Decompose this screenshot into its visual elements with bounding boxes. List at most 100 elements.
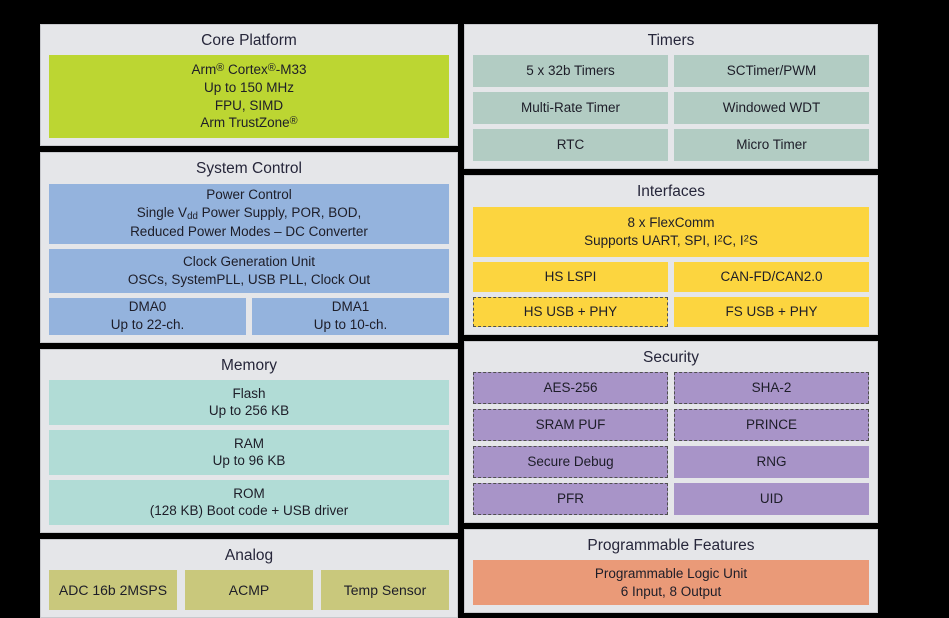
block-flexcomm[interactable]: 8 x FlexComm Supports UART, SPI, I2C, I2… <box>472 206 869 257</box>
block-line: HS USB + PHY <box>523 303 618 319</box>
panel-core-platform: Core Platform Arm® Cortex®-M33 Up to 150… <box>40 24 458 147</box>
block-dma1[interactable]: DMA1 Up to 10-ch. <box>252 297 449 335</box>
panel-title-interfaces: Interfaces <box>636 183 706 201</box>
block-line: Reduced Power Modes – DC Converter <box>130 224 368 240</box>
block-secure-debug[interactable]: Secure Debug <box>472 445 668 478</box>
block-line: ROM <box>233 485 265 501</box>
block-line: Supports UART, SPI, I2C, I2S <box>584 232 758 248</box>
block-sctimer-pwm[interactable]: SCTimer/PWM <box>674 55 870 88</box>
memory-blocks: Flash Up to 256 KB RAM Up to 96 KB ROM (… <box>49 379 449 525</box>
block-multi-rate-timer[interactable]: Multi-Rate Timer <box>472 92 668 125</box>
block-line: (128 KB) Boot code + USB driver <box>149 503 349 519</box>
block-line: AES-256 <box>543 379 598 395</box>
block-line: Up to 10-ch. <box>313 317 388 332</box>
programmable-features-blocks: Programmable Logic Unit 6 Input, 8 Outpu… <box>472 560 869 605</box>
right-column: Timers 5 x 32b Timers SCTimer/PWM Multi-… <box>463 24 878 613</box>
block-aes-256[interactable]: AES-256 <box>472 371 668 404</box>
block-line: SCTimer/PWM <box>726 63 817 79</box>
panel-system-control: System Control Power Control Single Vdd … <box>40 152 458 343</box>
block-dma0[interactable]: DMA0 Up to 22-ch. <box>49 297 246 335</box>
block-ram[interactable]: RAM Up to 96 KB <box>49 429 449 475</box>
block-line: RNG <box>756 453 787 469</box>
block-hs-usb-phy[interactable]: HS USB + PHY <box>472 296 668 327</box>
block-hs-lspi[interactable]: HS LSPI <box>472 261 668 292</box>
analog-row: ADC 16b 2MSPS ACMP Temp Sensor <box>49 570 449 610</box>
panel-title-system-control: System Control <box>196 160 302 178</box>
block-rom[interactable]: ROM (128 KB) Boot code + USB driver <box>49 479 449 525</box>
block-line: DMA0 <box>128 299 167 315</box>
panel-title-timers: Timers <box>647 32 695 49</box>
block-line: PRINCE <box>746 416 798 432</box>
panel-interfaces: Interfaces 8 x FlexComm Supports UART, S… <box>463 175 878 335</box>
block-line: Arm TrustZone® <box>200 115 298 131</box>
block-line: Temp Sensor <box>343 581 427 598</box>
system-control-blocks: Power Control Single Vdd Power Supply, P… <box>49 183 449 335</box>
block-line: Up to 22-ch. <box>110 317 185 332</box>
panel-title-programmable-features: Programmable Features <box>587 536 755 554</box>
interfaces-row: HS USB + PHY FS USB + PHY <box>472 296 870 327</box>
interfaces-row: HS LSPI CAN-FD/CAN2.0 <box>472 261 870 292</box>
block-uid[interactable]: UID <box>674 482 870 515</box>
block-line: Multi-Rate Timer <box>520 100 620 116</box>
block-programmable-logic-unit[interactable]: Programmable Logic Unit 6 Input, 8 Outpu… <box>472 560 869 605</box>
panel-title-memory: Memory <box>221 356 277 374</box>
block-line: Up to 150 MHz <box>203 80 295 96</box>
security-blocks: AES-256 SHA-2 SRAM PUF PRINCE <box>472 371 870 515</box>
block-windowed-wdt[interactable]: Windowed WDT <box>674 92 870 125</box>
block-flash[interactable]: Flash Up to 256 KB <box>49 379 449 425</box>
left-column: Core Platform Arm® Cortex®-M33 Up to 150… <box>40 24 458 618</box>
block-line: FS USB + PHY <box>725 303 818 319</box>
block-line: SRAM PUF <box>535 416 606 432</box>
block-line: HS LSPI <box>544 268 597 284</box>
panel-title-core-platform: Core Platform <box>201 32 297 49</box>
block-pfr[interactable]: PFR <box>472 482 668 515</box>
timers-row: 5 x 32b Timers SCTimer/PWM <box>472 55 870 88</box>
block-line: Arm® Cortex®-M33 <box>191 62 307 78</box>
block-fs-usb-phy[interactable]: FS USB + PHY <box>674 296 870 327</box>
block-power-control[interactable]: Power Control Single Vdd Power Supply, P… <box>49 183 449 244</box>
block-line: UID <box>759 490 784 506</box>
block-sha-2[interactable]: SHA-2 <box>674 371 870 404</box>
block-rtc[interactable]: RTC <box>472 129 668 162</box>
security-row: Secure Debug RNG <box>472 445 870 478</box>
block-rng[interactable]: RNG <box>674 445 870 478</box>
interfaces-blocks: 8 x FlexComm Supports UART, SPI, I2C, I2… <box>472 206 870 327</box>
block-line: Micro Timer <box>736 137 807 153</box>
block-32b-timers[interactable]: 5 x 32b Timers <box>472 55 668 88</box>
block-line: OSCs, SystemPLL, USB PLL, Clock Out <box>127 271 371 287</box>
block-line: Up to 256 KB <box>208 403 290 419</box>
block-line: Clock Generation Unit <box>182 253 316 269</box>
block-line: Power Control <box>206 187 292 203</box>
analog-blocks: ADC 16b 2MSPS ACMP Temp Sensor <box>49 570 449 610</box>
block-clock-generation-unit[interactable]: Clock Generation Unit OSCs, SystemPLL, U… <box>49 248 449 293</box>
block-temp-sensor[interactable]: Temp Sensor <box>321 570 449 610</box>
block-line: RAM <box>233 435 264 451</box>
panel-security: Security AES-256 SHA-2 SRAM PUF PRINCE <box>463 340 878 523</box>
panel-memory: Memory Flash Up to 256 KB RAM Up to 96 K… <box>40 348 458 533</box>
block-line: 6 Input, 8 Output <box>620 583 722 599</box>
block-arm-cortex-m33[interactable]: Arm® Cortex®-M33 Up to 150 MHz FPU, SIMD… <box>49 55 449 139</box>
panel-analog: Analog ADC 16b 2MSPS ACMP Temp Sensor <box>40 538 458 618</box>
block-line: FPU, SIMD <box>214 97 284 113</box>
core-platform-blocks: Arm® Cortex®-M33 Up to 150 MHz FPU, SIMD… <box>49 55 449 139</box>
block-line: 5 x 32b Timers <box>526 63 615 79</box>
block-acmp[interactable]: ACMP <box>185 570 313 610</box>
block-prince[interactable]: PRINCE <box>674 408 870 441</box>
block-micro-timer[interactable]: Micro Timer <box>674 129 870 162</box>
panel-title-security: Security <box>642 348 699 366</box>
block-adc[interactable]: ADC 16b 2MSPS <box>49 570 177 610</box>
block-line: Single Vdd Power Supply, POR, BOD, <box>136 204 362 222</box>
block-line: CAN-FD/CAN2.0 <box>720 268 823 284</box>
block-sram-puf[interactable]: SRAM PUF <box>472 408 668 441</box>
block-can-fd[interactable]: CAN-FD/CAN2.0 <box>674 261 870 292</box>
security-row: AES-256 SHA-2 <box>472 371 870 404</box>
security-row: SRAM PUF PRINCE <box>472 408 870 441</box>
timers-row: RTC Micro Timer <box>472 129 870 162</box>
block-line: Secure Debug <box>527 453 614 469</box>
security-row: PFR UID <box>472 482 870 515</box>
block-line: Windowed WDT <box>722 100 821 116</box>
block-line: PFR <box>556 490 584 506</box>
block-line: DMA1 <box>331 299 370 315</box>
panel-title-analog: Analog <box>224 546 274 564</box>
block-diagram: Core Platform Arm® Cortex®-M33 Up to 150… <box>40 24 878 618</box>
